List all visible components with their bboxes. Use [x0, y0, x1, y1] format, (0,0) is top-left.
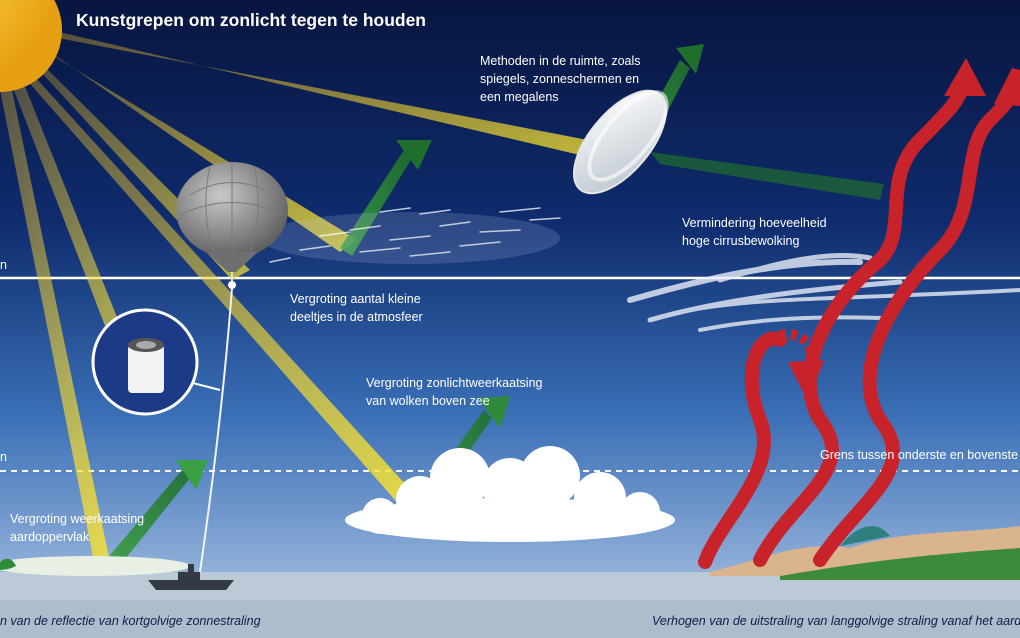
cirrus-icon [260, 207, 561, 264]
longwave-arrowheads [788, 58, 1020, 402]
cirrus-wisps [627, 252, 1020, 332]
sun-icon [0, 0, 62, 92]
mirror-icon [572, 89, 669, 195]
footer-band [0, 600, 1020, 638]
label-cirrus: Vermindering hoeveelheid hoge cirrusbewo… [682, 216, 827, 248]
footer-right-caption: Verhogen van de uitstraling van langgolv… [652, 614, 1020, 628]
label-surface: Vergroting weerkaatsing aardoppervlak [10, 512, 145, 544]
canister-icon [91, 308, 221, 416]
land-icon [710, 525, 1020, 580]
longwave-arrows [698, 73, 1020, 569]
cloud-icon [345, 446, 675, 542]
label-clouds: Vergroting zonlichtweerkaatsing van wolk… [366, 376, 543, 408]
ship-icon [148, 564, 234, 590]
label-left-lower: n [0, 450, 7, 464]
land-patch-left [0, 558, 16, 570]
label-left-upper: n [0, 258, 7, 272]
label-space-methods: Methoden in de ruimte, zoals spiegels, z… [480, 54, 641, 104]
footer-left-caption: n van de reflectie van kortgolvige zonne… [0, 614, 261, 628]
reflective-surface [0, 556, 190, 576]
label-boundary: Grens tussen onderste en bovenste a [820, 448, 1020, 462]
page-title: Kunstgrepen om zonlicht tegen te houden [76, 10, 426, 30]
balloon-icon [176, 162, 288, 289]
downward-dashed-arrow [778, 329, 818, 366]
label-particles: Vergroting aantal kleine deeltjes in de … [290, 292, 423, 324]
tether-line [199, 287, 233, 573]
